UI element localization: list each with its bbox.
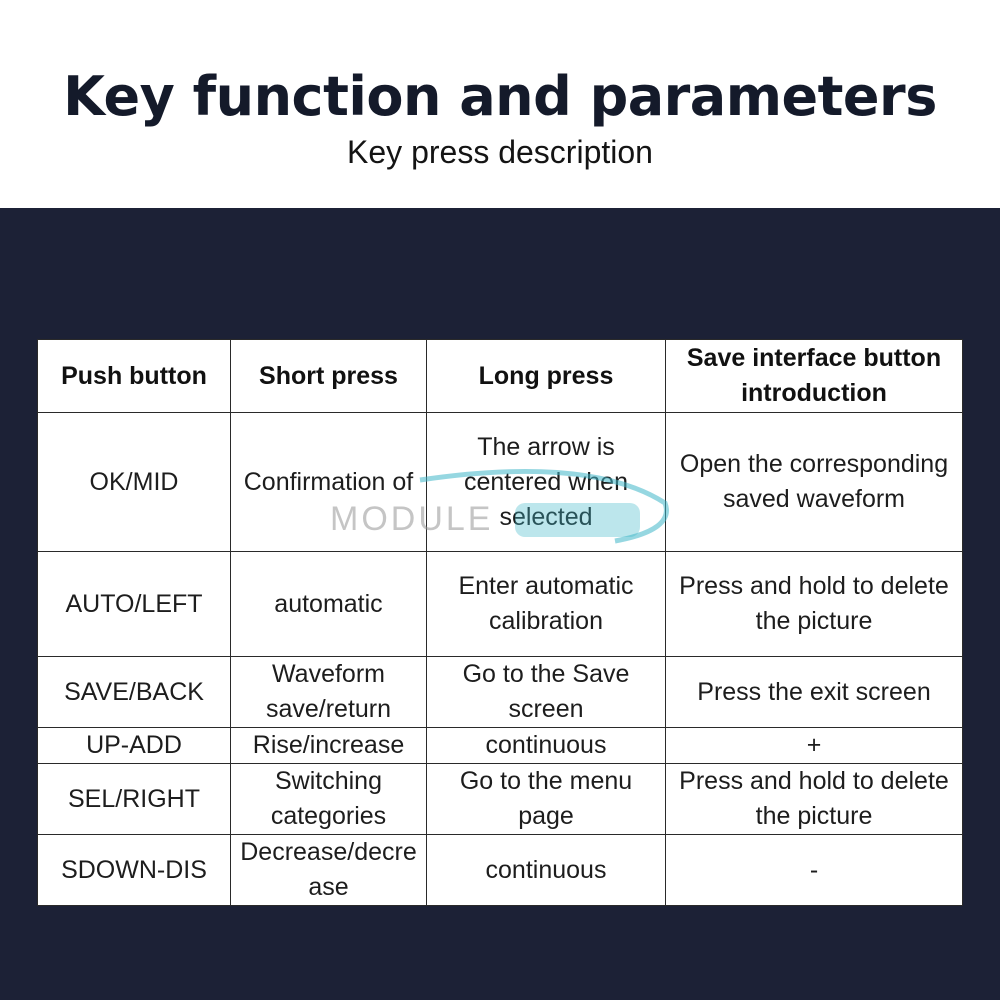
table-cell: SEL/RIGHT [37,763,231,835]
table-cell: SDOWN-DIS [37,834,231,906]
table-cell: Confirmation of [230,412,427,552]
table-cell: Go to the Save screen [426,656,666,728]
header: Key function and parameters Key press de… [0,0,1000,208]
table-cell: - [665,834,963,906]
table-cell: Waveform save/return [230,656,427,728]
column-header-push-button: Push button [37,339,231,413]
table-cell: Press and hold to delete the picture [665,551,963,657]
table-row: UP-ADD Rise/increase continuous + [37,727,963,764]
table-cell: OK/MID [37,412,231,552]
table-cell: UP-ADD [37,727,231,764]
table-cell: The arrow is centered when selected [426,412,666,552]
table-cell: Go to the menu page [426,763,666,835]
table-row: AUTO/LEFT automatic Enter automatic cali… [37,551,963,657]
page-title: Key function and parameters [63,65,937,128]
table-cell: Open the corresponding saved waveform [665,412,963,552]
table-row: SAVE/BACK Waveform save/return Go to the… [37,656,963,728]
table-cell: + [665,727,963,764]
key-function-table-container: Push button Short press Long press Save … [37,339,963,906]
table-cell: continuous [426,727,666,764]
table-row: OK/MID Confirmation of The arrow is cent… [37,412,963,552]
table-cell: automatic [230,551,427,657]
column-header-short-press: Short press [230,339,427,413]
table-cell: continuous [426,834,666,906]
table-cell: Press and hold to delete the picture [665,763,963,835]
table-cell: Press the exit screen [665,656,963,728]
page-subtitle: Key press description [347,134,653,170]
table-header-row: Push button Short press Long press Save … [37,339,963,413]
table-cell: AUTO/LEFT [37,551,231,657]
table-cell: Switching categories [230,763,427,835]
table-cell: Enter automatic calibration [426,551,666,657]
column-header-long-press: Long press [426,339,666,413]
table-cell: Rise/increase [230,727,427,764]
table-row: SDOWN-DIS Decrease/decrease continuous - [37,834,963,906]
table-cell: SAVE/BACK [37,656,231,728]
table-cell: Decrease/decrease [230,834,427,906]
column-header-save-interface: Save interface button introduction [665,339,963,413]
key-function-table: Push button Short press Long press Save … [37,339,963,906]
table-row: SEL/RIGHT Switching categories Go to the… [37,763,963,835]
